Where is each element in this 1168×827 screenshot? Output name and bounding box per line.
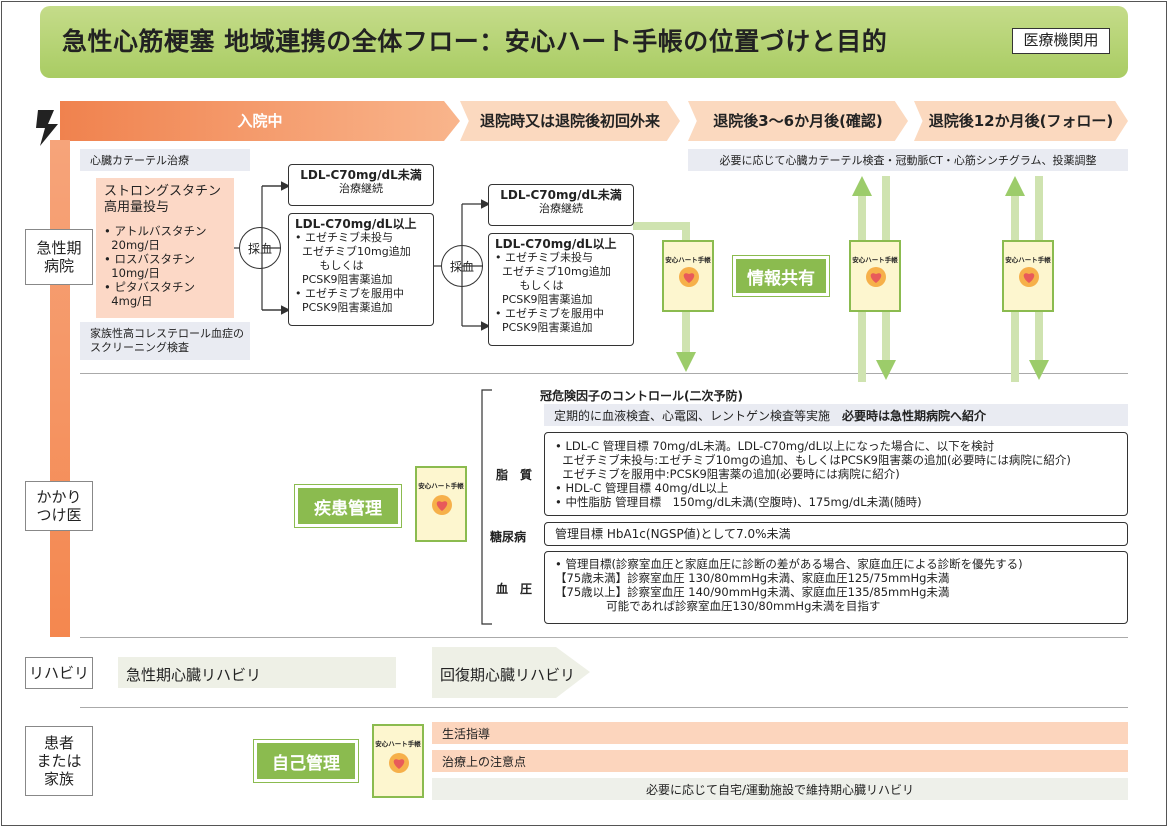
- heart-icon: [679, 267, 699, 287]
- maintenance-rehab: 必要に応じて自宅/運動施設で維持期心臓リハビリ: [432, 778, 1128, 800]
- statin-list: • アトルバスタチン 20mg/日 • ロスバスタチン 10mg/日 • ピタバ…: [104, 224, 207, 308]
- heart-notebook-5: 安心ハート手帳: [372, 724, 424, 798]
- ldl-under-70-box-1: LDL-C70mg/dL未満 治療継続: [288, 164, 434, 206]
- divider-2: [80, 637, 1128, 638]
- row-label-gp: かかり つけ医: [25, 481, 93, 531]
- blood-test-2: 採血: [441, 245, 483, 287]
- notebook-title: 安心ハート手帳: [852, 256, 898, 264]
- diabetes-label: 糖尿病: [490, 530, 527, 544]
- statin-box: ストロングスタチン 高用量投与 • アトルバスタチン 20mg/日 • ロスバス…: [96, 178, 234, 318]
- info-share-label: 情報共有: [732, 255, 830, 297]
- lightning-icon: [36, 110, 58, 146]
- row-label-patient: 患者 または 家族: [25, 726, 93, 796]
- row-label-rehab: リハビリ: [25, 657, 93, 689]
- heart-icon: [866, 267, 886, 287]
- phase-3-6-months: 退院後3〜6か月後(確認): [688, 101, 908, 141]
- ldl-under-70-box-2: LDL-C70mg/dL未満 治療継続: [488, 184, 634, 226]
- heart-icon: [389, 753, 409, 773]
- life-guidance: 生活指導: [432, 722, 1128, 744]
- followup-note: 必要に応じて心臓カテーテル検査・冠動脈CT・心筋シンチグラム、投薬調整: [688, 149, 1128, 171]
- phase-12-months: 退院後12か月後(フォロー): [914, 101, 1128, 141]
- box2a-sub: 治療継続: [539, 202, 583, 215]
- row-label-acute: 急性期 病院: [25, 229, 93, 285]
- recovery-rehab: 回復期心臓リハビリ: [440, 666, 576, 684]
- acute-rehab: 急性期心臓リハビリ: [126, 666, 262, 684]
- lipid-box: • LDL-C 管理目標 70mg/dL未満。LDL-C70mg/dL以上になっ…: [544, 432, 1128, 516]
- phase-discharge: 退院時又は退院後初回外来: [460, 101, 680, 141]
- regular-exam-text: 定期的に血液検査、心電図、レントゲン検査等実施: [554, 408, 831, 423]
- box1a-title: LDL-C70mg/dL未満: [300, 168, 422, 182]
- timeline-bar: [50, 140, 70, 637]
- box2a-title: LDL-C70mg/dL未満: [500, 188, 622, 202]
- divider-3: [80, 707, 1128, 708]
- bp-box: • 管理目標(診察室血圧と家庭血圧に診断の差がある場合、家庭血圧による診断を優先…: [544, 551, 1128, 624]
- ldl-over-70-box-1: LDL-C70mg/dL以上 • エゼチミブ未投与 エゼチミブ10mg追加 もし…: [288, 213, 434, 326]
- title-bar: [40, 6, 1128, 78]
- lipid-label: 脂 質: [496, 468, 533, 482]
- regular-exam-bar: 定期的に血液検査、心電図、レントゲン検査等実施 必要時は急性期病院へ紹介: [544, 404, 1128, 426]
- box1a-sub: 治療継続: [339, 182, 383, 195]
- diabetes-box: 管理目標 HbA1c(NGSP値)として7.0%未満: [544, 522, 1128, 546]
- audience-badge: 医療機関用: [1012, 28, 1110, 54]
- box1b-body: • エゼチミブ未投与 エゼチミブ10mg追加 もしくは PCSK9阻害薬追加 •…: [295, 231, 411, 314]
- divider-1: [80, 373, 1128, 374]
- heart-icon: [432, 495, 452, 515]
- page-title: 急性心筋梗塞 地域連携の全体フロー：安心ハート手帳の位置づけと目的: [62, 27, 888, 56]
- heart-notebook-1: 安心ハート手帳: [662, 240, 714, 312]
- heart-icon: [1019, 267, 1039, 287]
- self-mgmt-label: 自己管理: [253, 739, 359, 783]
- ldl-over-70-box-2: LDL-C70mg/dL以上 • エゼチミブ未投与 エゼチミブ10mg追加 もし…: [488, 233, 634, 346]
- heart-notebook-4: 安心ハート手帳: [415, 466, 467, 542]
- heart-notebook-2: 安心ハート手帳: [849, 240, 901, 312]
- regular-exam-bold: 必要時は急性期病院へ紹介: [842, 408, 987, 423]
- risk-control-title: 冠危険因子のコントロール(二次予防): [540, 389, 743, 403]
- notebook-title: 安心ハート手帳: [418, 482, 464, 490]
- notebook-title: 安心ハート手帳: [665, 256, 711, 264]
- bp-label: 血 圧: [496, 582, 533, 596]
- heart-notebook-3: 安心ハート手帳: [1002, 240, 1054, 312]
- disease-mgmt-label: 疾患管理: [294, 484, 402, 528]
- statin-title: ストロングスタチン 高用量投与: [104, 184, 222, 215]
- catheter-treatment: 心臓カテーテル治療: [80, 149, 250, 171]
- notebook-title: 安心ハート手帳: [1005, 256, 1051, 264]
- treatment-notes: 治療上の注意点: [432, 750, 1128, 772]
- box2b-title: LDL-C70mg/dL以上: [495, 237, 617, 251]
- blood-test-1: 採血: [239, 227, 281, 269]
- phase-inpatient: 入院中: [60, 101, 460, 141]
- box2b-body: • エゼチミブ未投与 エゼチミブ10mg追加 もしくは PCSK9阻害薬追加 •…: [495, 251, 611, 334]
- notebook-title: 安心ハート手帳: [375, 740, 421, 748]
- box1b-title: LDL-C70mg/dL以上: [295, 217, 417, 231]
- fh-screening: 家族性高コレステロール血症の スクリーニング検査: [80, 322, 250, 360]
